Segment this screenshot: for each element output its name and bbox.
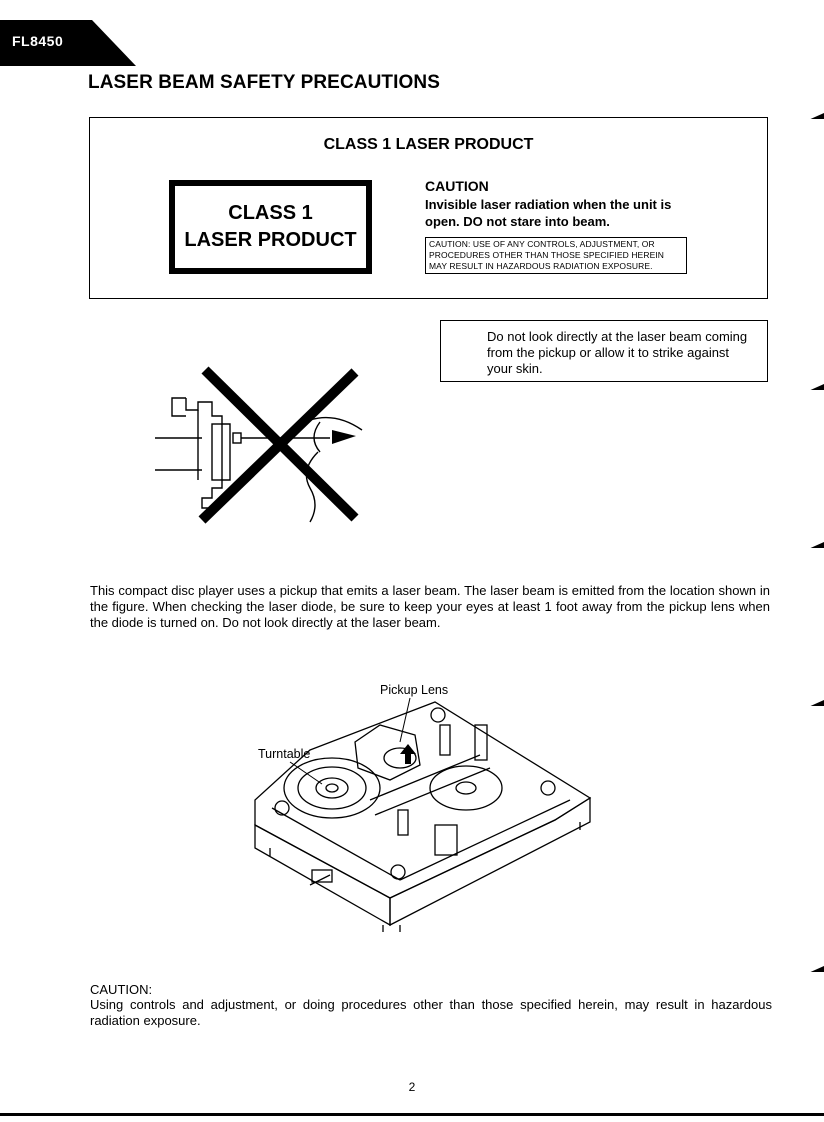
pickup-leader-line <box>399 697 411 743</box>
caution-heading: CAUTION <box>425 178 489 194</box>
footer-caution-heading: CAUTION: <box>90 982 153 997</box>
cross-stroke-2 <box>198 368 359 524</box>
edge-mark <box>810 113 824 119</box>
model-tab <box>0 20 136 66</box>
cd-mechanism-figure: Pickup Lens Turntable <box>254 683 592 932</box>
hazard-warning-label: CAUTION: USE OF ANY CONTROLS, ADJUSTMENT… <box>425 237 687 274</box>
class1-label: CLASS 1 LASER PRODUCT <box>169 180 372 274</box>
class-label-panel: CLASS 1 LASER PRODUCT CLASS 1 LASER PROD… <box>89 117 768 299</box>
laser-explanation-paragraph: This compact disc player uses a pickup t… <box>90 583 770 630</box>
model-number: FL8450 <box>12 33 64 49</box>
pickup-lens-label: Pickup Lens <box>380 683 448 697</box>
panel-heading: CLASS 1 LASER PRODUCT <box>323 136 534 153</box>
pickup-arrow-icon <box>400 744 416 764</box>
eye-icon <box>332 430 356 444</box>
caution-text: Invisible laser radiation when the unit … <box>425 197 672 229</box>
turntable-label: Turntable <box>258 747 310 761</box>
class1-label-line2: LASER PRODUCT <box>184 229 357 251</box>
turntable-leader-line <box>289 761 323 785</box>
mechanism-drawing <box>254 701 592 932</box>
edge-mark <box>810 966 824 972</box>
page-number: 2 <box>408 1080 416 1094</box>
class1-label-line1: CLASS 1 <box>228 202 313 224</box>
footer-caution-text: Using controls and adjustment, or doing … <box>90 997 772 1028</box>
beam-warning-callout: Do not look directly at the laser beam c… <box>440 320 768 382</box>
edge-mark <box>810 542 824 548</box>
edge-mark <box>810 700 824 706</box>
page-title: LASER BEAM SAFETY PRECAUTIONS <box>88 72 440 93</box>
do-not-look-figure <box>155 366 363 524</box>
edge-mark <box>810 384 824 390</box>
callout-text: Do not look directly at the laser beam c… <box>487 329 748 376</box>
bottom-rule <box>0 1113 824 1116</box>
